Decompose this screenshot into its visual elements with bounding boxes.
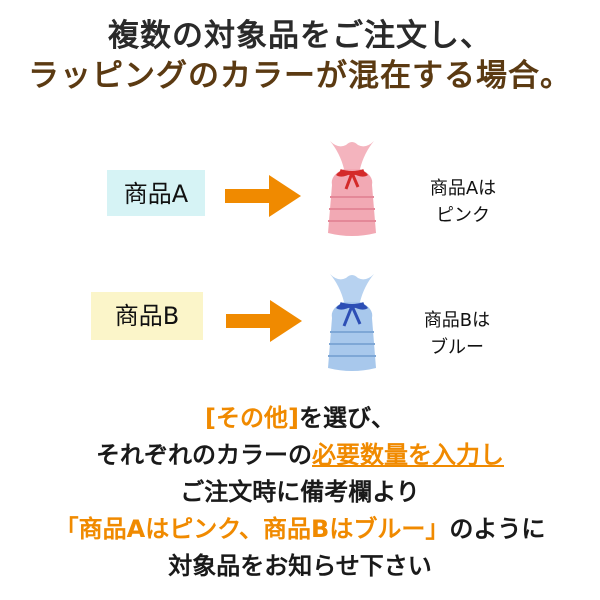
blue-gift-bag-icon [328, 274, 376, 371]
other-option-text: [その他] [205, 404, 299, 432]
product-b-caption: 商品Bは ブルー [402, 307, 512, 361]
instruction-text: を選び、 [298, 404, 395, 432]
product-b-caption-line2: ブルー [430, 337, 484, 358]
instruction-line-4: 「商品Aはピンク、商品Bはブルー」のように [0, 511, 600, 547]
instruction-line-3: ご注文時に備考欄より [180, 478, 420, 506]
instruction-line-2: それぞれのカラーの必要数量を入力し [0, 437, 600, 473]
instruction-text: のように [449, 515, 546, 543]
example-note-text: 「商品Aはピンク、商品Bはブルー」 [54, 515, 450, 543]
arrow-right-icon [226, 300, 302, 342]
instruction-line-1: [その他]を選び、 [0, 400, 600, 436]
instruction-text: それぞれのカラーの [96, 441, 312, 469]
product-a-caption-line1: 商品Aは [429, 178, 497, 199]
arrow-right-icon [225, 175, 301, 217]
instruction-line-5: 対象品をお知らせ下さい [168, 552, 432, 580]
product-a-label: 商品A [107, 170, 205, 216]
quantity-emphasis-text: 必要数量を入力し [312, 441, 504, 469]
product-b-caption-line1: 商品Bは [423, 310, 491, 331]
heading-line-2: ラッピングのカラーが混在する場合。 [28, 58, 572, 94]
heading-line-1: 複数の対象品をご注文し、 [108, 18, 492, 54]
product-a-caption: 商品Aは ピンク [408, 175, 518, 229]
product-a-caption-line2: ピンク [436, 205, 490, 226]
pink-gift-bag-icon [328, 141, 376, 236]
product-b-label: 商品B [91, 292, 203, 340]
